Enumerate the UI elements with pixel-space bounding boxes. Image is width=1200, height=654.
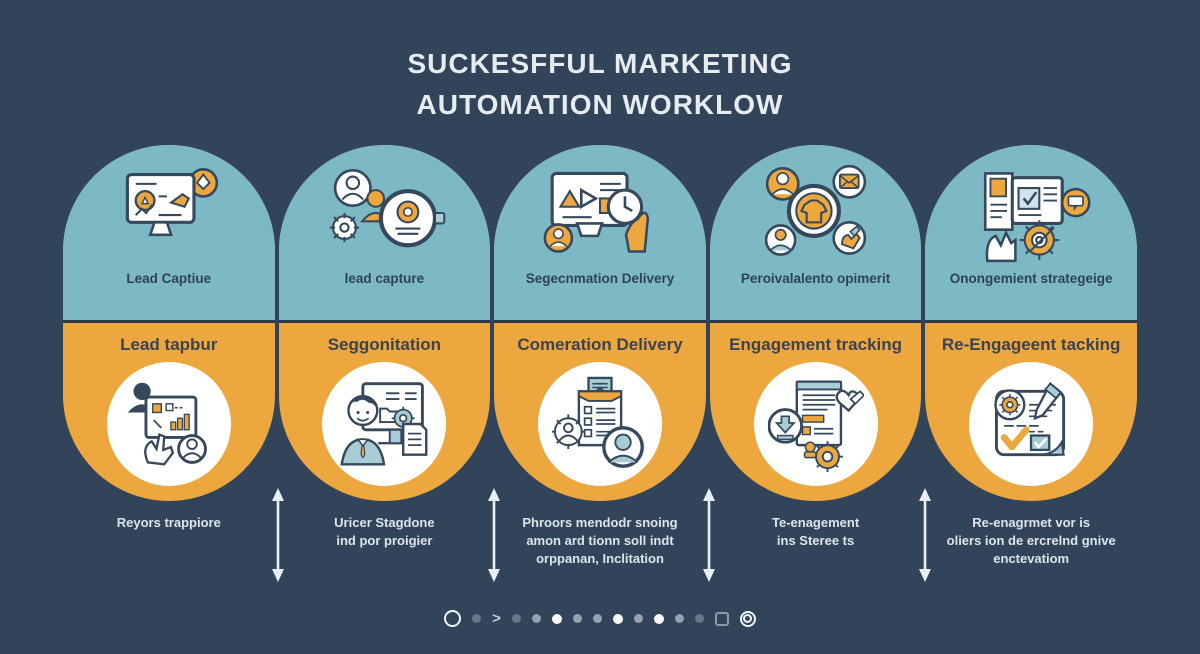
guide-gear-chat-icon (956, 145, 1106, 265)
double-arrow-icon (272, 488, 284, 582)
column-3-top-label: Segecnmation Delivery (525, 271, 675, 286)
column-4-bottom: Engagement tracking (710, 323, 922, 501)
caption-line: orppanan, Inclitation (536, 551, 664, 567)
column-1-bottom: Lead tapbur (63, 323, 275, 501)
page-indicator-dot-dim[interactable] (511, 614, 521, 623)
tablet-bar-chart-icon (106, 361, 231, 486)
page-indicator-ring[interactable] (444, 610, 462, 627)
title-line-2: AUTOMATION WORKLOW (416, 88, 784, 120)
title-line-1: SUCKESFFUL MARKETING (407, 48, 793, 79)
column-1-header: Lead tapbur (120, 335, 218, 354)
column-2-top-label: lead capture (344, 271, 425, 286)
column-3-bottom: Comeration Delivery (494, 323, 706, 501)
page-indicator-chevron[interactable]: > (492, 609, 501, 627)
caption-line: Re-enagrmet vor is (972, 515, 1091, 530)
page-indicator-dot-mid[interactable] (674, 614, 684, 623)
page-indicator-target[interactable] (739, 610, 756, 627)
column-3-caption: Phroors mendodr snoing amon ard tionn so… (494, 514, 706, 569)
column-1-top-label: Lead Captiue (126, 271, 212, 286)
caption-line: enctevatiom (993, 551, 1070, 567)
caption-line: Phroors mendodr snoing (522, 515, 678, 530)
column-1-caption: Reyors trappiore (63, 514, 275, 569)
column-lead-capture-1: Lead Captiue Lead tapbur (63, 145, 275, 501)
checklist-avatars-icon (537, 361, 662, 486)
column-5-top: Onongemient strategeige (925, 145, 1137, 323)
page-indicator-dot-bright[interactable] (653, 613, 664, 624)
double-arrow-icon (488, 488, 500, 582)
checklist-pencil-icon (969, 361, 1094, 486)
caption-line: ins Steree ts (776, 533, 855, 549)
column-content-delivery-3: Segecnmation Delivery Comeration Deliver… (494, 145, 706, 501)
column-segmentation-2: lead capture Seggonitation (278, 145, 491, 501)
caption-line: Reyors trappiore (116, 515, 221, 530)
column-3-header: Comeration Delivery (517, 335, 683, 354)
double-arrow-icon (919, 488, 931, 582)
column-3-top: Segecnmation Delivery (494, 145, 706, 323)
column-5-top-label: Onongemient strategeige (949, 271, 1113, 286)
caption-row: Reyors trappiore Uricer Stagdone ind por… (63, 514, 1137, 569)
caption-line: ind por proigier (336, 533, 433, 549)
person-workstation-icon (322, 361, 447, 486)
page-indicator-dot-bright[interactable] (612, 613, 623, 624)
page-indicator-square[interactable] (714, 611, 729, 626)
caption-line: amon ard tionn soll indt (526, 533, 674, 549)
caption-line: Te-enagement (771, 515, 860, 530)
double-arrow-icon (703, 488, 715, 582)
workflow-columns: Lead Captiue Lead tapbur (63, 145, 1137, 501)
column-2-bottom: Seggonitation (279, 323, 491, 501)
column-5-header: Re-Engageent tacking (941, 335, 1121, 354)
page-indicator-dot-dim[interactable] (472, 614, 482, 623)
page-indicator-dot-bright[interactable] (551, 613, 562, 624)
screen-schedule-hand-icon (525, 145, 675, 265)
column-reengagement-5: Onongemient strategeige Re-Engageent tac… (925, 145, 1137, 501)
column-5-caption: Re-enagrmet vor is oliers ion de ercreln… (925, 514, 1137, 569)
monitor-lead-magnet-icon (94, 145, 244, 265)
column-2-caption: Uricer Stagdone ind por proigier (279, 514, 491, 569)
caption-line: oliers ion de ercrelnd gnive (946, 533, 1116, 549)
page-indicator-dot-mid[interactable] (572, 614, 582, 623)
column-2-header: Seggonitation (327, 335, 442, 354)
caption-line: Uricer Stagdone (334, 515, 435, 530)
column-4-top-label: Peroivalalento opimerit (740, 271, 891, 286)
page-indicator-target-inner (743, 614, 753, 623)
page-indicator-dot-mid[interactable] (633, 614, 643, 623)
column-4-top: Peroivalalento opimerit (709, 145, 922, 323)
page-indicator-dot-mid[interactable] (592, 614, 602, 623)
pagination: > (0, 610, 1200, 627)
page-indicator-dot-mid[interactable] (531, 614, 541, 623)
column-engagement-4: Peroivalalento opimerit Engagement track… (709, 145, 922, 501)
column-5-bottom: Re-Engageent tacking (925, 323, 1137, 501)
page-title: SUCKESFFUL MARKETING AUTOMATION WORKLOW (0, 44, 1200, 125)
audience-targeting-icon (741, 145, 891, 265)
column-1-top: Lead Captiue (63, 145, 275, 323)
user-search-gear-icon (309, 145, 459, 265)
column-4-header: Engagement tracking (729, 335, 903, 354)
column-4-caption: Te-enagement ins Steree ts (710, 514, 922, 569)
report-download-gear-icon (753, 361, 878, 486)
page-indicator-dot-dim[interactable] (694, 614, 704, 623)
column-2-top: lead capture (278, 145, 491, 323)
